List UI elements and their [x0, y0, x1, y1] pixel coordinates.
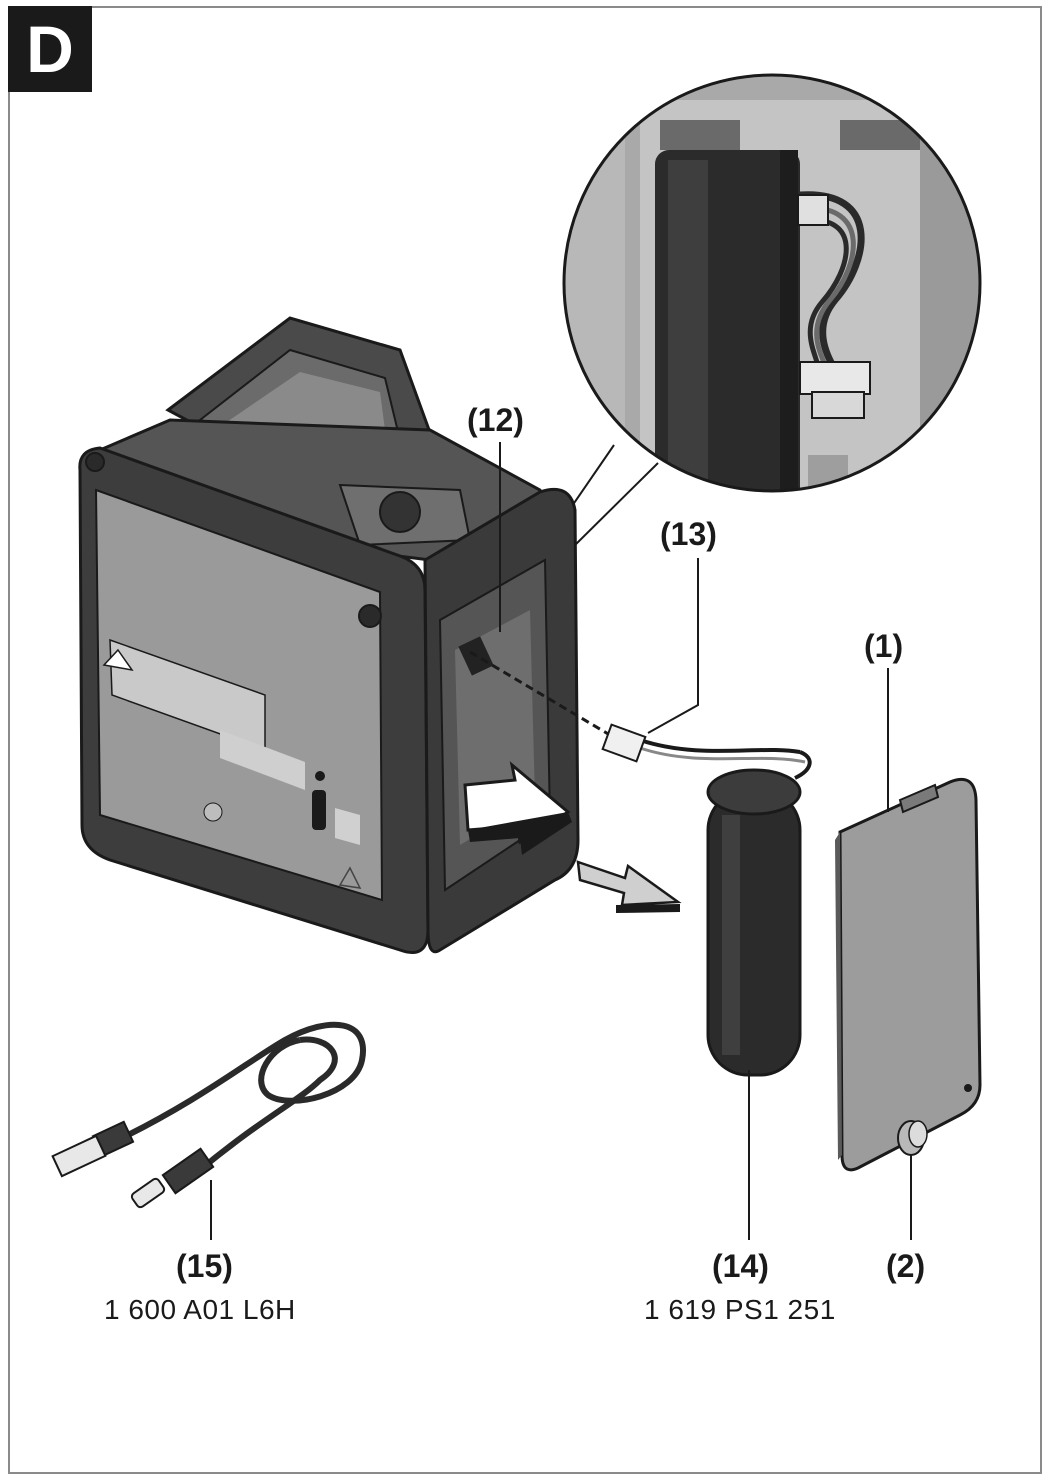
- leader-13: [647, 558, 699, 734]
- battery-cover: [835, 777, 982, 1172]
- zoom-detail-circle: [562, 73, 982, 493]
- callout-2: (2): [886, 1248, 926, 1284]
- callout-14: (14): [712, 1248, 769, 1284]
- figure-frame: [8, 6, 1042, 1474]
- connection-dashed-line: [469, 650, 616, 740]
- callout-13: (13): [660, 516, 717, 552]
- part-number-usb-cable: 1 600 A01 L6H: [104, 1294, 296, 1325]
- battery-plug: [601, 723, 647, 763]
- cover-screw: [897, 1120, 928, 1156]
- usb-cable: [51, 1021, 367, 1209]
- callout-15: (15): [176, 1248, 233, 1284]
- callout-1: (1): [864, 628, 904, 664]
- insert-arrow: [463, 761, 572, 855]
- remove-arrow: [576, 860, 682, 913]
- part-number-battery: 1 619 PS1 251: [644, 1294, 836, 1325]
- battery: [601, 723, 812, 1077]
- section-letter-badge: D: [8, 6, 92, 92]
- callout-12: (12): [467, 402, 524, 438]
